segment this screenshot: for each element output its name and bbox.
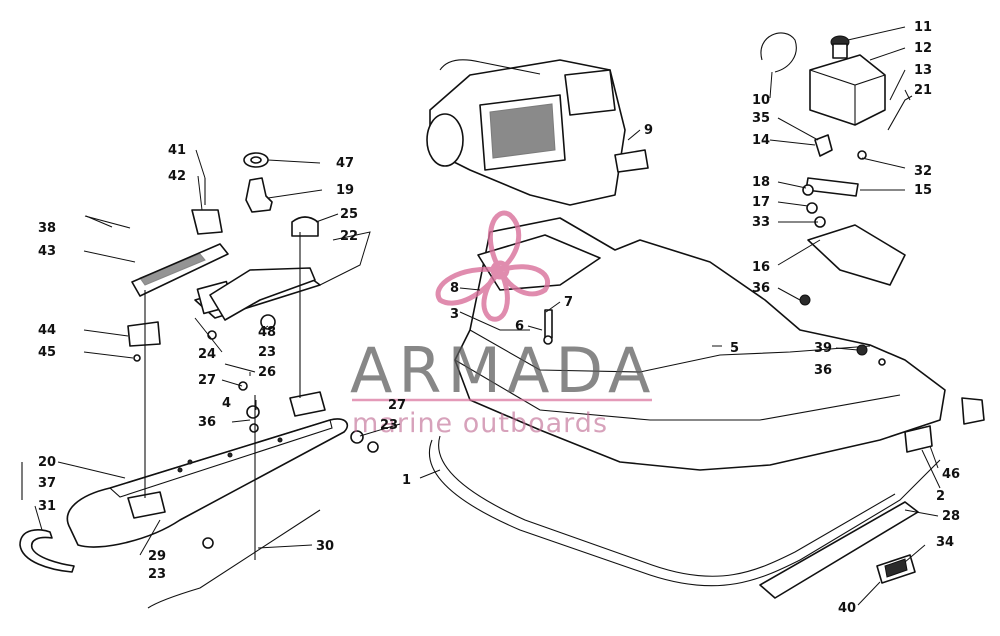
callout-27: 27 bbox=[198, 373, 216, 388]
side-rail bbox=[759, 501, 919, 599]
callout-21: 21 bbox=[914, 83, 932, 98]
hood-pan bbox=[454, 217, 946, 471]
callout-41: 41 bbox=[168, 143, 186, 158]
callout-24: 24 bbox=[198, 347, 216, 362]
callout-29: 29 bbox=[148, 549, 166, 564]
callout-32: 32 bbox=[914, 164, 932, 179]
fuel-tank bbox=[809, 54, 886, 126]
callout-3: 3 bbox=[450, 307, 459, 322]
callout-14: 14 bbox=[752, 133, 770, 148]
callout-40: 40 bbox=[838, 601, 856, 616]
callout-42: 42 bbox=[168, 169, 186, 184]
callout-7: 7 bbox=[564, 295, 573, 310]
fuel-tank-strap bbox=[760, 32, 797, 73]
callout-26: 26 bbox=[258, 365, 276, 380]
callout-9: 9 bbox=[644, 123, 653, 138]
callout-1: 1 bbox=[402, 473, 411, 488]
callout-35: 35 bbox=[752, 111, 770, 126]
propeller-logo-icon bbox=[435, 210, 550, 322]
callout-23: 23 bbox=[380, 418, 398, 433]
callout-13: 13 bbox=[914, 63, 932, 78]
callout-11: 11 bbox=[914, 20, 932, 35]
callout-12: 12 bbox=[914, 41, 932, 56]
ski-wear-bar bbox=[147, 509, 321, 609]
callout-23c: 23 bbox=[148, 567, 166, 582]
callout-20: 20 bbox=[38, 455, 56, 470]
callout-47: 47 bbox=[336, 156, 354, 171]
callout-30: 30 bbox=[316, 539, 334, 554]
watermark-brand: ARMADA bbox=[350, 334, 656, 407]
belly-pan bbox=[454, 217, 946, 471]
callout-46: 46 bbox=[942, 467, 960, 482]
bumper bbox=[428, 435, 941, 587]
callout-39: 39 bbox=[814, 341, 832, 356]
callout-31: 31 bbox=[38, 499, 56, 514]
callout-44: 44 bbox=[38, 323, 56, 338]
callout-37: 37 bbox=[38, 476, 56, 491]
callout-34: 34 bbox=[936, 535, 954, 550]
callout-36c: 36 bbox=[814, 363, 832, 378]
ski-bracket bbox=[209, 267, 316, 321]
callout-4: 4 bbox=[222, 396, 231, 411]
engine-assembly bbox=[426, 59, 649, 206]
fuel-system bbox=[760, 32, 913, 366]
callout-10: 10 bbox=[752, 93, 770, 108]
callout-25: 25 bbox=[340, 207, 358, 222]
callout-38: 38 bbox=[38, 221, 56, 236]
callout-22: 22 bbox=[340, 229, 358, 244]
callout-2: 2 bbox=[936, 489, 945, 504]
callout-43: 43 bbox=[38, 244, 56, 259]
callout-17: 17 bbox=[752, 195, 770, 210]
callout-23b: 23 bbox=[258, 345, 276, 360]
callout-5: 5 bbox=[730, 341, 739, 356]
callout-19: 19 bbox=[336, 183, 354, 198]
ski-plate bbox=[66, 418, 349, 548]
callout-28: 28 bbox=[942, 509, 960, 524]
callout-labels: 1 2 3 4 5 6 7 8 9 10 11 12 13 14 15 16 1… bbox=[38, 20, 960, 616]
ski-assembly bbox=[19, 152, 379, 609]
callout-27b: 27 bbox=[388, 398, 406, 413]
hood-bracket bbox=[807, 224, 906, 286]
bumper-hoop bbox=[428, 439, 941, 587]
engine-mount-plate bbox=[477, 234, 601, 291]
callout-36: 36 bbox=[198, 415, 216, 430]
callout-36b: 36 bbox=[752, 281, 770, 296]
spindle bbox=[245, 177, 273, 213]
callout-16: 16 bbox=[752, 260, 770, 275]
leader-lines bbox=[34, 26, 941, 606]
watermark: ARMADA marine outboards bbox=[350, 210, 656, 439]
callout-18: 18 bbox=[752, 175, 770, 190]
callout-45: 45 bbox=[38, 345, 56, 360]
callout-8: 8 bbox=[450, 281, 459, 296]
callout-6: 6 bbox=[515, 319, 524, 334]
callout-15: 15 bbox=[914, 183, 932, 198]
ski-loop bbox=[19, 529, 75, 573]
callout-33: 33 bbox=[752, 215, 770, 230]
watermark-tagline: marine outboards bbox=[352, 408, 608, 439]
callout-48: 48 bbox=[258, 325, 276, 340]
